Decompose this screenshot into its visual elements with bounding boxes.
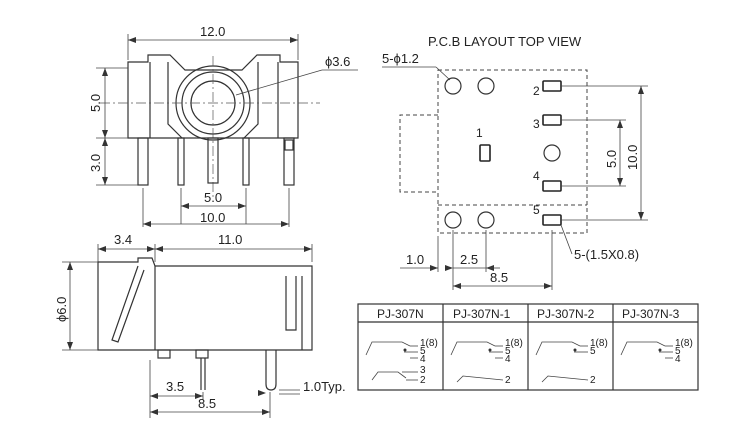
schematic-label: 1(8) [590,338,608,349]
schematic-pj-307n-2: 1(8) 5 2 [535,338,608,386]
pcb-dim-inner: 5.0 [604,150,619,168]
table-header: PJ-307N-3 [622,307,680,321]
dim-pin-pitch-inner: 5.0 [204,190,222,205]
table-header: PJ-307N-1 [453,307,511,321]
dim-side-length: 11.0 [218,232,242,247]
schematic-pj-307n: 1(8) 5 4 3 2 [365,338,438,386]
schematic-pj-307n-3: 1(8) 5 4 [620,338,693,365]
schematic-label: 5 [420,346,426,357]
schematic-label: 2 [505,375,511,386]
dim-front-height: 5.0 [88,94,103,112]
schematic-label: 1(8) [420,338,438,349]
pcb-pin-label: 2 [533,84,540,98]
pcb-hole-spec: 5-ϕ1.2 [382,51,419,66]
dim-side-diameter: ϕ6.0 [54,297,69,322]
schematic-label: 4 [420,354,426,365]
side-view: 3.4 11.0 ϕ6.0 3.5 8.5 [54,232,346,418]
dim-bore: ϕ3.6 [325,54,350,69]
variants-table: PJ-307N PJ-307N-1 PJ-307N-2 PJ-307N-3 1(… [357,303,699,391]
pcb-layout: P.C.B LAYOUT TOP VIEW 5-ϕ1.2 1 2 3 4 5 [382,34,648,290]
pcb-dim-pitch: 2.5 [460,252,478,267]
table-header: PJ-307N [377,307,424,321]
schematic-pj-307n-1: 1(8) 5 4 2 [450,338,523,386]
pcb-dim-left: 1.0 [406,252,424,267]
pcb-pin-label: 5 [533,203,540,217]
pcb-dim-outer: 10.0 [625,145,640,170]
schematic-label: 1(8) [675,338,693,349]
schematic-label: 3 [420,365,426,376]
pcb-pad-spec: 5-(1.5X0.8) [574,247,639,262]
dim-front-width: 12.0 [200,24,225,39]
schematic-label: 5 [675,346,681,357]
dim-pin-thickness: 1.0Typ. [303,379,346,394]
schematic-label: 2 [420,375,426,386]
table-header: PJ-307N-2 [537,307,595,321]
schematic-label: 1(8) [505,338,523,349]
dim-front-pin-length: 3.0 [88,154,103,172]
front-view: 12.0 ϕ3.6 5.0 3.0 [88,24,358,227]
dim-side-front: 3.4 [114,232,132,247]
schematic-label: 5 [590,346,596,357]
dim-pin-a: 3.5 [166,379,184,394]
schematic-label: 2 [590,375,596,386]
schematic-label: 5 [505,346,511,357]
pcb-dim-total: 8.5 [490,270,508,285]
pcb-pin-label: 1 [476,126,483,140]
pcb-title: P.C.B LAYOUT TOP VIEW [428,34,582,49]
dim-pin-pitch-outer: 10.0 [200,210,225,225]
schematic-label: 4 [505,354,511,365]
dim-pin-b: 8.5 [198,396,216,411]
pcb-pin-label: 3 [533,117,540,131]
schematic-label: 4 [675,354,681,365]
pcb-pin-label: 4 [533,169,540,183]
